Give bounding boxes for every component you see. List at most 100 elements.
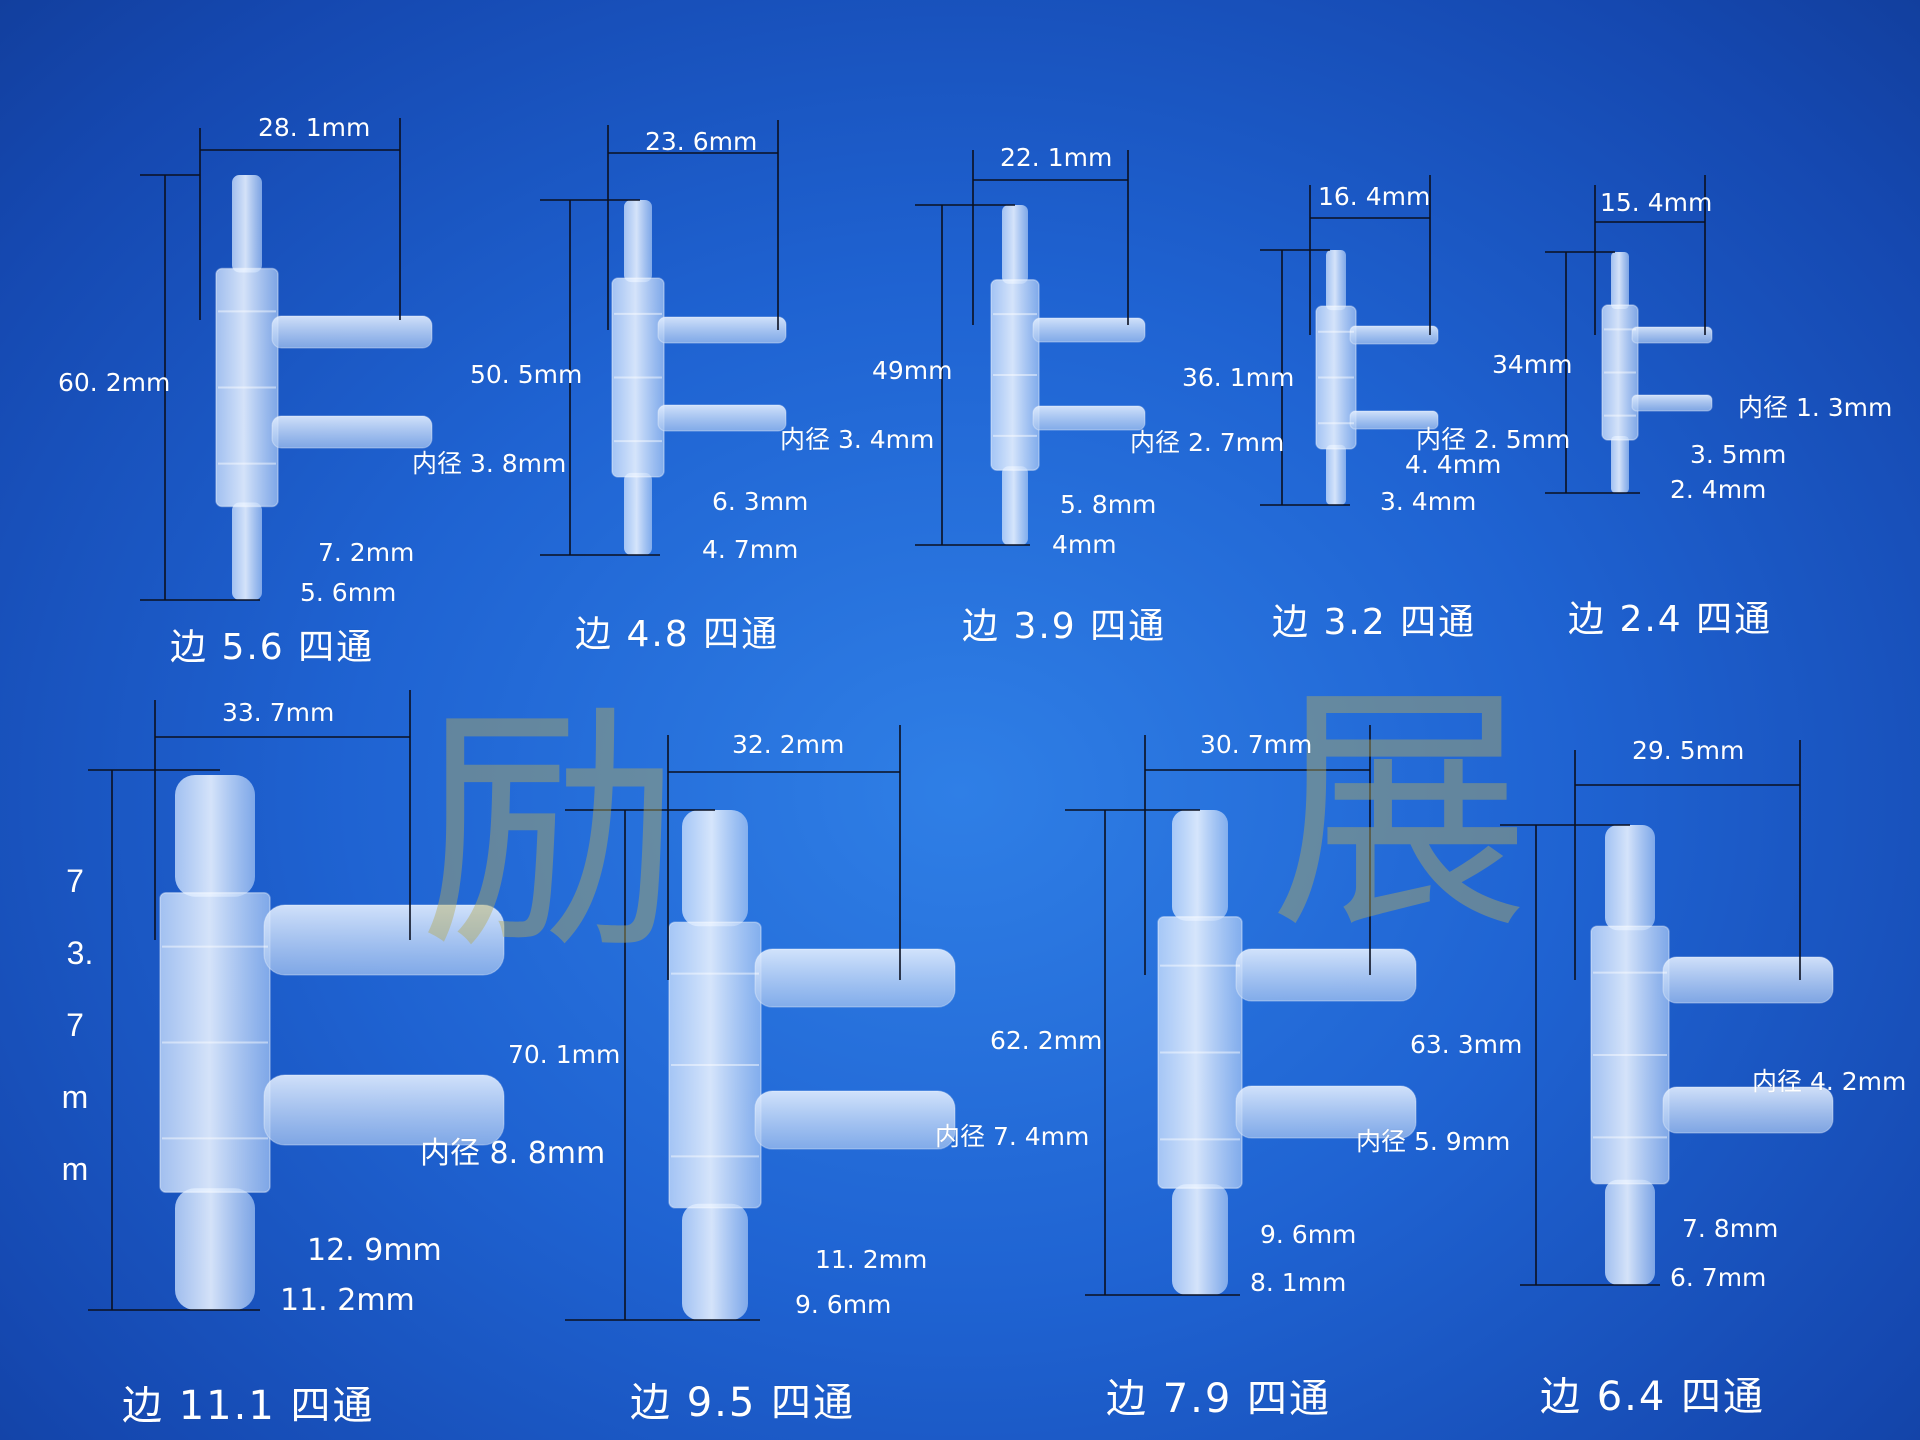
width-label: 32. 2mm — [732, 730, 845, 759]
top-barb — [1002, 205, 1028, 284]
width-label: 30. 7mm — [1200, 730, 1313, 759]
barb-diameter-label: 7. 8mm — [1682, 1214, 1779, 1243]
tube-diameter-label: 9. 6mm — [795, 1290, 892, 1319]
product-caption: 边 4.8 四通 — [575, 614, 780, 655]
tube-diameter-label: 6. 7mm — [1670, 1263, 1767, 1292]
height-label: 34mm — [1492, 350, 1573, 379]
connector-body — [990, 279, 1040, 471]
side-barb — [1662, 956, 1834, 1004]
top-barb — [232, 175, 262, 273]
side-barb — [657, 404, 787, 432]
product-caption: 边 9.5 四通 — [630, 1380, 856, 1426]
product-caption: 边 3.2 四通 — [1272, 602, 1477, 643]
barb-diameter-label: 5. 8mm — [1060, 490, 1157, 519]
height-label-vertical-line-4: m — [61, 1079, 89, 1115]
inner-diameter-label: 内径 8. 8mm — [420, 1136, 606, 1171]
side-barb — [1631, 394, 1713, 412]
tube-diameter-label: 8. 1mm — [1250, 1268, 1347, 1297]
bottom-barb — [1002, 466, 1028, 545]
product-caption: 边 3.9 四通 — [962, 606, 1167, 647]
height-label: 36. 1mm — [1182, 363, 1295, 392]
side-barb — [1235, 948, 1417, 1002]
bottom-barb — [1326, 444, 1346, 505]
height-label: 60. 2mm — [58, 368, 171, 397]
width-label: 29. 5mm — [1632, 736, 1745, 765]
side-barb — [1032, 317, 1146, 343]
top-barb — [1605, 825, 1655, 931]
height-label-vertical-line-1: 7 — [66, 863, 84, 899]
bottom-barb — [232, 502, 262, 600]
side-barb — [1631, 326, 1713, 344]
width-label: 15. 4mm — [1600, 188, 1713, 217]
connector-body — [668, 921, 762, 1209]
connector-body — [159, 891, 271, 1194]
top-barb — [1172, 810, 1228, 921]
width-label: 16. 4mm — [1318, 182, 1431, 211]
inner-diameter-label: 内径 5. 9mm — [1356, 1127, 1511, 1156]
height-label: 70. 1mm — [508, 1040, 621, 1069]
side-barb — [657, 316, 787, 344]
connector-body — [215, 267, 279, 508]
height-label-vertical-line-5: m — [61, 1151, 89, 1187]
barb-diameter-label: 3. 5mm — [1690, 440, 1787, 469]
inner-diameter-label: 内径 7. 4mm — [935, 1122, 1090, 1151]
inner-diameter-label: 内径 3. 4mm — [780, 425, 935, 454]
watermark-char-2: 展 — [1270, 662, 1530, 964]
width-label: 22. 1mm — [1000, 143, 1113, 172]
top-barb — [682, 810, 748, 927]
connector-body — [1157, 915, 1243, 1190]
bottom-barb — [1172, 1184, 1228, 1295]
bottom-barb — [175, 1188, 255, 1310]
side-barb — [1349, 325, 1439, 345]
tube-diameter-label: 11. 2mm — [280, 1283, 415, 1318]
connector-body — [611, 277, 665, 478]
height-label: 49mm — [872, 356, 953, 385]
width-label: 33. 7mm — [222, 698, 335, 727]
barb-diameter-label: 6. 3mm — [712, 487, 809, 516]
tube-diameter-label: 4mm — [1052, 530, 1117, 559]
connector-body — [1315, 305, 1357, 450]
side-barb — [263, 904, 505, 976]
top-barb — [1611, 252, 1629, 310]
top-barb — [175, 775, 255, 897]
watermark-char-1: 励 — [420, 682, 680, 984]
inner-diameter-label: 内径 4. 2mm — [1752, 1067, 1907, 1096]
bottom-barb — [682, 1203, 748, 1320]
side-barb — [1349, 410, 1439, 430]
bottom-barb — [624, 472, 652, 555]
side-barb — [754, 948, 956, 1008]
product-caption: 边 6.4 四通 — [1540, 1374, 1766, 1420]
barb-diameter-label: 9. 6mm — [1260, 1220, 1357, 1249]
side-barb — [754, 1090, 956, 1150]
barb-diameter-label: 11. 2mm — [815, 1245, 928, 1274]
tube-diameter-label: 2. 4mm — [1670, 475, 1767, 504]
height-label: 63. 3mm — [1410, 1030, 1523, 1059]
top-barb — [1326, 250, 1346, 311]
height-label: 62. 2mm — [990, 1026, 1103, 1055]
height-label-vertical-line-3: 7 — [66, 1007, 84, 1043]
product-caption: 边 5.6 四通 — [170, 627, 375, 668]
side-barb — [263, 1074, 505, 1146]
product-caption: 边 2.4 四通 — [1568, 599, 1773, 640]
side-barb — [1032, 405, 1146, 431]
connector-body — [1601, 304, 1639, 441]
height-label-vertical-line-2: 3. — [66, 935, 94, 971]
top-barb — [624, 200, 652, 283]
width-label: 23. 6mm — [645, 127, 758, 156]
bottom-barb — [1611, 435, 1629, 493]
tube-diameter-label: 5. 6mm — [300, 578, 397, 607]
barb-diameter-label: 7. 2mm — [318, 538, 415, 567]
product-caption: 边 7.9 四通 — [1106, 1376, 1332, 1422]
side-barb — [1662, 1086, 1834, 1134]
product-caption: 边 11.1 四通 — [122, 1383, 375, 1429]
barb-diameter-label: 12. 9mm — [307, 1233, 442, 1268]
inner-diameter-label: 内径 1. 3mm — [1738, 393, 1893, 422]
side-barb — [271, 415, 433, 449]
inner-diameter-label: 内径 2. 7mm — [1130, 428, 1285, 457]
barb-diameter-label: 4. 4mm — [1405, 450, 1502, 479]
width-label: 28. 1mm — [258, 113, 371, 142]
bottom-barb — [1605, 1179, 1655, 1285]
inner-diameter-label: 内径 3. 8mm — [412, 449, 567, 478]
